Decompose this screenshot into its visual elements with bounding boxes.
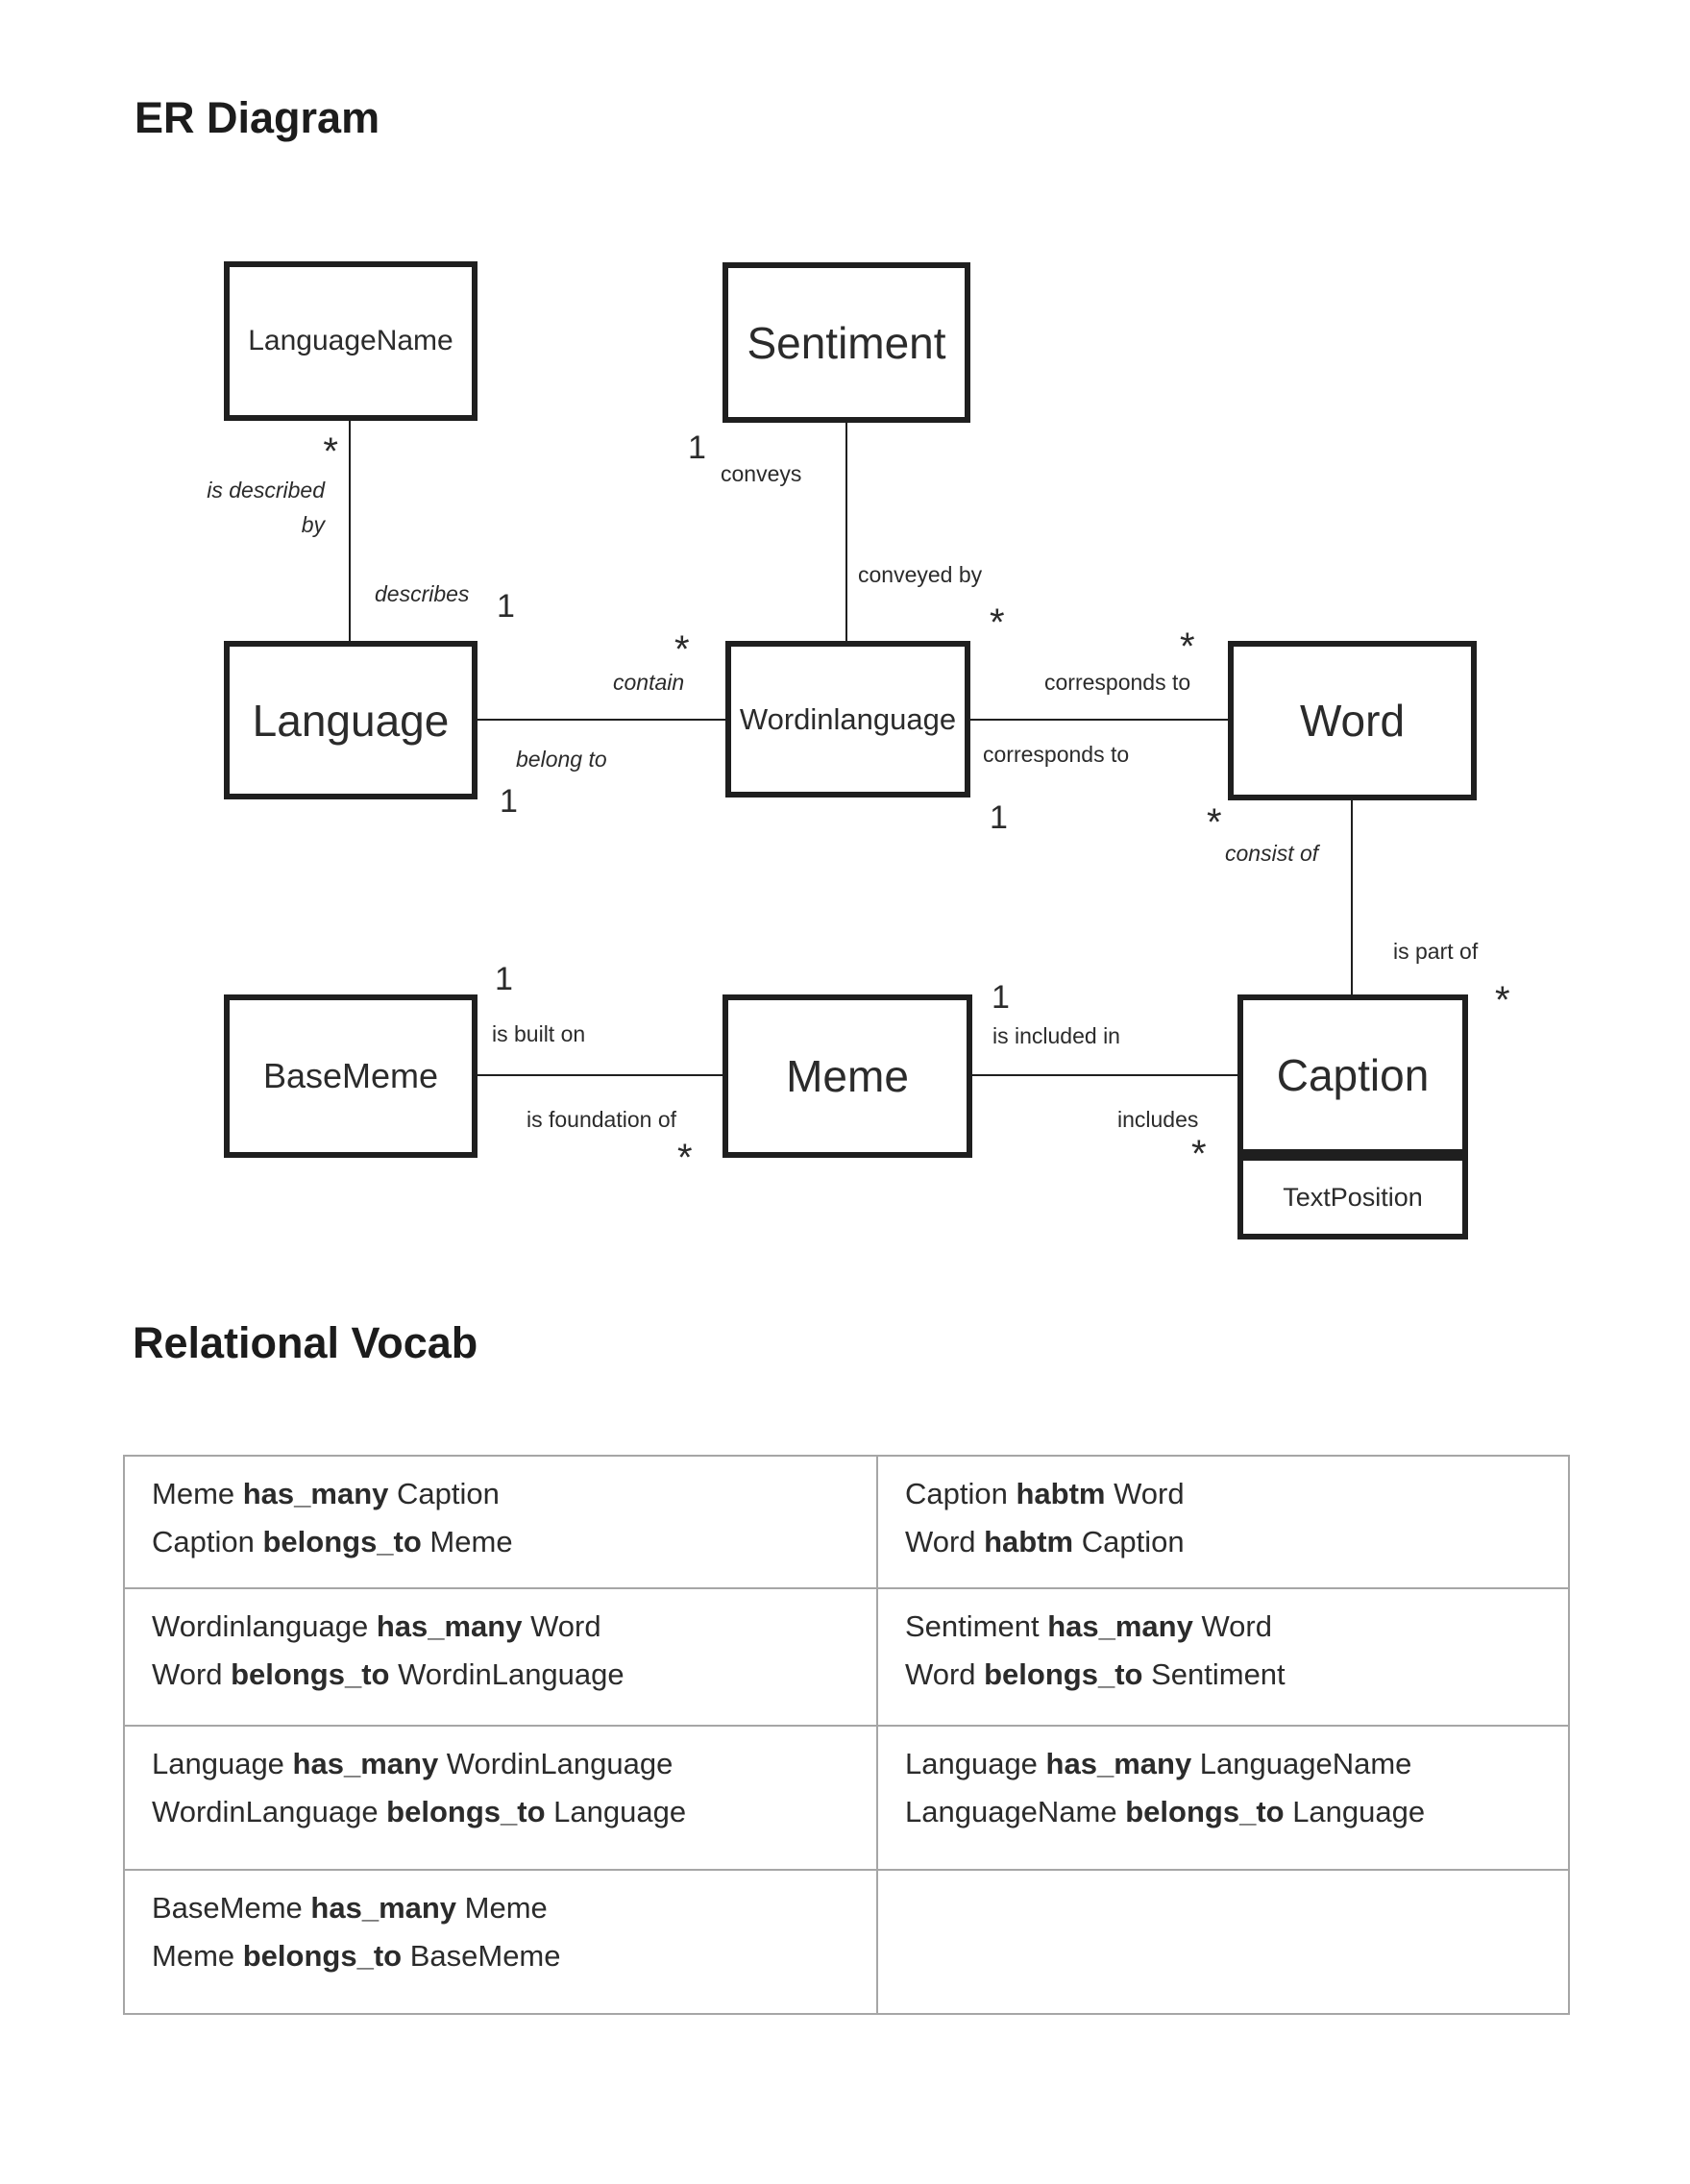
vocab-cell-sentiment-word: Sentiment has_many Word Word belongs_to …	[876, 1587, 1570, 1727]
vocab-cell-caption-word: Caption habtm Word Word habtm Caption	[876, 1455, 1570, 1589]
er-diagram-title: ER Diagram	[135, 93, 380, 142]
entity-languagename-label: LanguageName	[248, 325, 453, 356]
cardinality-wordinlanguage-end-word: 1	[990, 799, 1008, 836]
entity-meme-label: Meme	[786, 1051, 909, 1101]
cardinality-language-end: 1	[497, 588, 515, 625]
rel-label-includes: includes	[1117, 1107, 1199, 1132]
vocab-cell-language-wordinlanguage: Language has_many WordinLanguage WordinL…	[123, 1725, 878, 1871]
line-language-wordinlanguage	[478, 719, 725, 721]
cardinality-caption-end-meme: *	[1191, 1133, 1207, 1175]
cardinality-caption-end-word: *	[1495, 979, 1510, 1021]
line-word-caption	[1351, 800, 1353, 996]
entity-word: Word	[1228, 641, 1477, 800]
entity-language: Language	[224, 641, 478, 799]
relational-vocab-title: Relational Vocab	[133, 1318, 478, 1367]
cardinality-basememe-end: 1	[495, 961, 513, 997]
vocab-line: Word habtm Caption	[905, 1525, 1185, 1558]
vocab-cell-empty	[876, 1869, 1570, 2015]
cardinality-wordinlanguage-end-language: *	[674, 628, 690, 671]
table-row: Language has_many WordinLanguage WordinL…	[123, 1725, 1570, 1871]
rel-label-conveys: conveys	[721, 461, 802, 486]
vocab-line: Meme has_many Caption	[152, 1477, 500, 1510]
vocab-line: Caption habtm Word	[905, 1477, 1185, 1510]
entity-textposition-label: TextPosition	[1283, 1182, 1423, 1212]
rel-label-is-included-in: is included in	[992, 1023, 1120, 1048]
vocab-line: Sentiment has_many Word	[905, 1609, 1272, 1643]
cardinality-wordinlanguage-end-sentiment: *	[990, 601, 1005, 644]
entity-languagename: LanguageName	[224, 261, 478, 421]
entity-sentiment: Sentiment	[723, 262, 970, 423]
rel-label-by: by	[301, 512, 325, 537]
vocab-cell-meme-caption: Meme has_many Caption Caption belongs_to…	[123, 1455, 878, 1589]
vocab-line: Meme belongs_to BaseMeme	[152, 1939, 561, 1973]
line-wordinlanguage-word	[970, 719, 1228, 721]
rel-label-describes: describes	[375, 581, 470, 606]
cardinality-word-end-top: *	[1180, 626, 1195, 668]
line-languagename-language	[349, 421, 351, 641]
entity-word-label: Word	[1299, 696, 1406, 746]
cardinality-language-end-wordinlanguage: 1	[500, 783, 518, 820]
table-row: Wordinlanguage has_many Word Word belong…	[123, 1587, 1570, 1727]
vocab-table: Meme has_many Caption Caption belongs_to…	[123, 1455, 1570, 2015]
entity-textposition: TextPosition	[1237, 1155, 1468, 1239]
rel-label-is-described: is described	[207, 478, 325, 503]
line-meme-caption	[972, 1074, 1237, 1076]
cardinality-sentiment-end: 1	[688, 429, 706, 466]
vocab-cell-wordinlanguage-word: Wordinlanguage has_many Word Word belong…	[123, 1587, 878, 1727]
vocab-line: Language has_many WordinLanguage	[152, 1747, 674, 1780]
vocab-line: Language has_many LanguageName	[905, 1747, 1412, 1780]
vocab-line: Word belongs_to WordinLanguage	[152, 1657, 625, 1691]
rel-label-conveyed-by: conveyed by	[858, 562, 983, 587]
vocab-line: Wordinlanguage has_many Word	[152, 1609, 601, 1643]
entity-caption-label: Caption	[1276, 1049, 1430, 1100]
rel-label-is-described-by: is described by	[144, 473, 325, 542]
entity-wordinlanguage-label: Wordinlanguage	[739, 701, 957, 736]
line-sentiment-wordinlanguage	[845, 423, 847, 641]
rel-label-contain: contain	[613, 670, 685, 695]
cardinality-meme-end-basememe: *	[677, 1137, 693, 1179]
entity-basememe: BaseMeme	[224, 994, 478, 1158]
vocab-cell-language-languagename: Language has_many LanguageName LanguageN…	[876, 1725, 1570, 1871]
cardinality-word-end-caption: *	[1207, 801, 1222, 844]
vocab-cell-basememe-meme: BaseMeme has_many Meme Meme belongs_to B…	[123, 1869, 878, 2015]
vocab-line: WordinLanguage belongs_to Language	[152, 1795, 687, 1828]
table-row: Meme has_many Caption Caption belongs_to…	[123, 1455, 1570, 1589]
line-basememe-meme	[478, 1074, 723, 1076]
rel-label-corresponds-to-bottom: corresponds to	[983, 742, 1130, 767]
vocab-line: BaseMeme has_many Meme	[152, 1891, 548, 1925]
entity-wordinlanguage: Wordinlanguage	[725, 641, 970, 798]
entity-meme: Meme	[723, 994, 972, 1158]
entity-language-label: Language	[252, 695, 450, 746]
entity-caption: Caption	[1237, 994, 1468, 1155]
vocab-line: LanguageName belongs_to Language	[905, 1795, 1426, 1828]
entity-basememe-label: BaseMeme	[262, 1056, 439, 1095]
rel-label-is-part-of: is part of	[1393, 939, 1479, 964]
rel-label-belong-to: belong to	[516, 747, 607, 772]
rel-label-consist-of: consist of	[1225, 841, 1319, 866]
table-row: BaseMeme has_many Meme Meme belongs_to B…	[123, 1869, 1570, 2015]
entity-sentiment-label: Sentiment	[747, 317, 946, 368]
vocab-line: Caption belongs_to Meme	[152, 1525, 513, 1558]
cardinality-meme-end-caption: 1	[992, 979, 1010, 1016]
cardinality-languagename-end: *	[323, 430, 338, 473]
vocab-line: Word belongs_to Sentiment	[905, 1657, 1286, 1691]
rel-label-is-foundation-of: is foundation of	[527, 1107, 677, 1132]
rel-label-corresponds-to-top: corresponds to	[1044, 670, 1191, 695]
rel-label-is-built-on: is built on	[492, 1021, 586, 1046]
